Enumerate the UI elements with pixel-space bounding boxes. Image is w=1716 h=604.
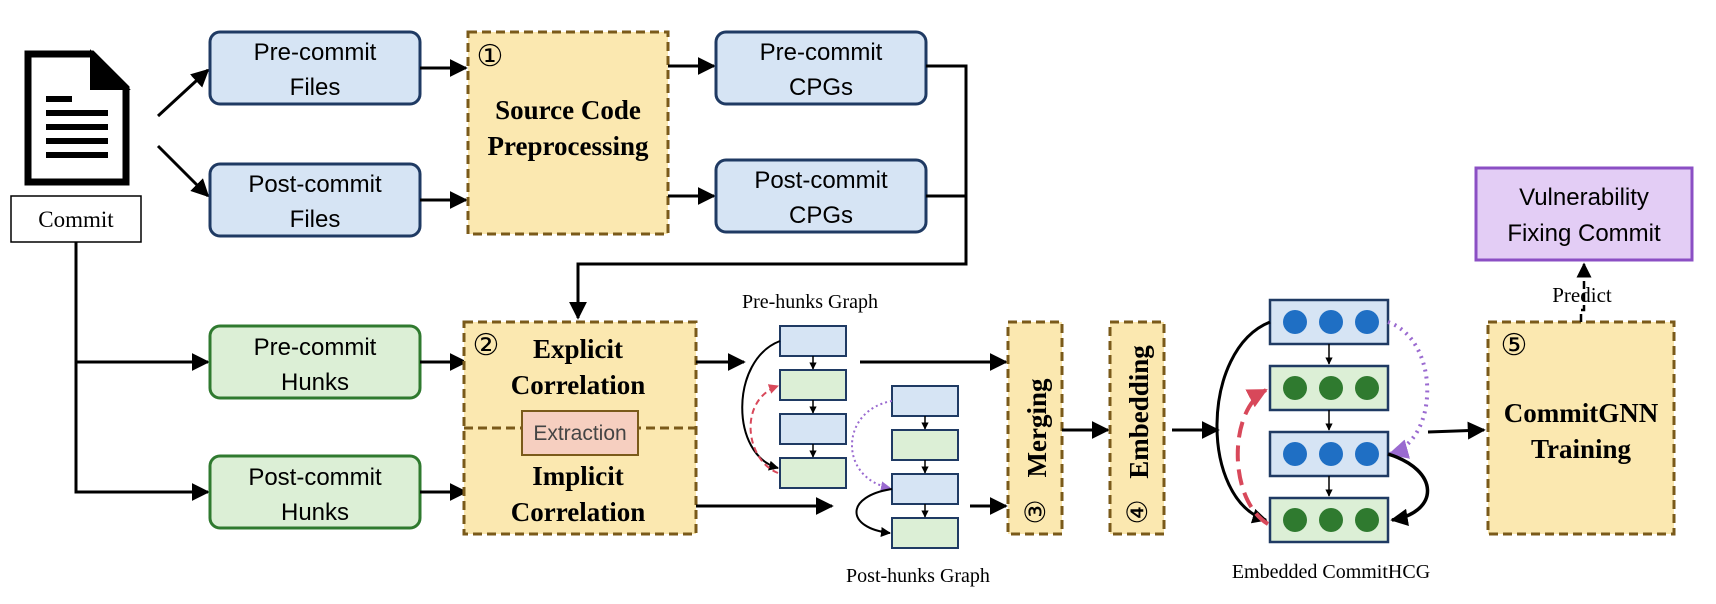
pre-commit-cpgs-box: Pre-commit CPGs [714, 30, 928, 106]
pre-commit-files-box: Pre-commit Files [208, 30, 422, 106]
svg-text:Training: Training [1531, 434, 1632, 464]
post-commit-cpgs-box: Post-commit CPGs [714, 158, 928, 234]
post-hunks-graph [851, 385, 959, 549]
implicit-correlation-label: Implicit [532, 461, 624, 491]
svg-text:Hunks: Hunks [281, 499, 349, 526]
explicit-correlation-label: Explicit [533, 334, 623, 364]
pre-commit-hunks-box: Pre-commit Hunks [208, 324, 422, 400]
svg-text:Pre-commit: Pre-commit [254, 334, 377, 361]
svg-text:Fixing Commit: Fixing Commit [1507, 220, 1661, 247]
arrow-commithcg-to-training [1427, 421, 1486, 440]
document-icon [24, 49, 131, 186]
post-commit-files-box: Post-commit Files [208, 162, 422, 238]
post-hunks-graph-label: Post-hunks Graph [846, 565, 990, 587]
svg-text:Hunks: Hunks [281, 369, 349, 396]
svg-text:Correlation: Correlation [511, 370, 645, 400]
svg-text:CommitGNN: CommitGNN [1504, 398, 1659, 428]
commit-label: Commit [38, 207, 114, 232]
merging-stage: Merging ③ [1006, 320, 1064, 536]
post-commit-hunks-box: Post-commit Hunks [208, 454, 422, 530]
svg-text:CPGs: CPGs [789, 74, 853, 101]
arrow-commit-to-pre-files [156, 68, 210, 118]
stage-4-number: ④ [1122, 499, 1153, 524]
svg-text:Pre-commit: Pre-commit [254, 39, 377, 66]
embedding-stage: Embedding ④ [1108, 320, 1166, 536]
svg-text:Post-commit: Post-commit [248, 171, 382, 198]
pre-hunks-graph-label: Pre-hunks Graph [742, 291, 878, 313]
arrow-predict [1576, 262, 1592, 322]
svg-text:Correlation: Correlation [511, 497, 645, 527]
svg-text:Source Code: Source Code [495, 95, 641, 125]
stage-5-number: ⑤ [1501, 329, 1528, 362]
svg-text:Post-commit: Post-commit [248, 464, 382, 491]
vulnerability-fixing-commit-box: Vulnerability Fixing Commit [1474, 166, 1694, 262]
embedded-commithcg-label: Embedded CommitHCG [1232, 561, 1430, 583]
svg-text:Pre-commit: Pre-commit [760, 39, 883, 66]
svg-text:Files: Files [290, 206, 341, 233]
merging-label: Merging [1022, 378, 1052, 477]
arrow-commit-to-post-files [156, 144, 210, 198]
commit-label-box [10, 195, 142, 243]
stage-2-number: ② [473, 329, 500, 362]
embedding-label: Embedding [1124, 345, 1154, 479]
stage-3-number: ③ [1020, 499, 1051, 524]
stage-1-number: ① [477, 40, 504, 73]
arrow-commit-to-post-hunks [74, 242, 210, 501]
embedded-commithcg [1215, 298, 1430, 544]
svg-text:Extraction: Extraction [533, 422, 626, 445]
svg-text:Files: Files [290, 74, 341, 101]
source-code-preprocessing-stage: ① Source Code Preprocessing [466, 30, 670, 236]
pre-hunks-graph [741, 325, 847, 489]
commitgnn-training-stage: ⑤ CommitGNN Training [1486, 320, 1676, 536]
svg-text:Vulnerability: Vulnerability [1519, 184, 1649, 211]
svg-text:Preprocessing: Preprocessing [488, 131, 649, 161]
extraction-box: Extraction [521, 410, 639, 456]
arrow-cpgs-to-explicit-correlation [569, 64, 968, 320]
predict-label: Predict [1552, 283, 1612, 307]
svg-text:Post-commit: Post-commit [754, 167, 888, 194]
svg-text:CPGs: CPGs [789, 202, 853, 229]
